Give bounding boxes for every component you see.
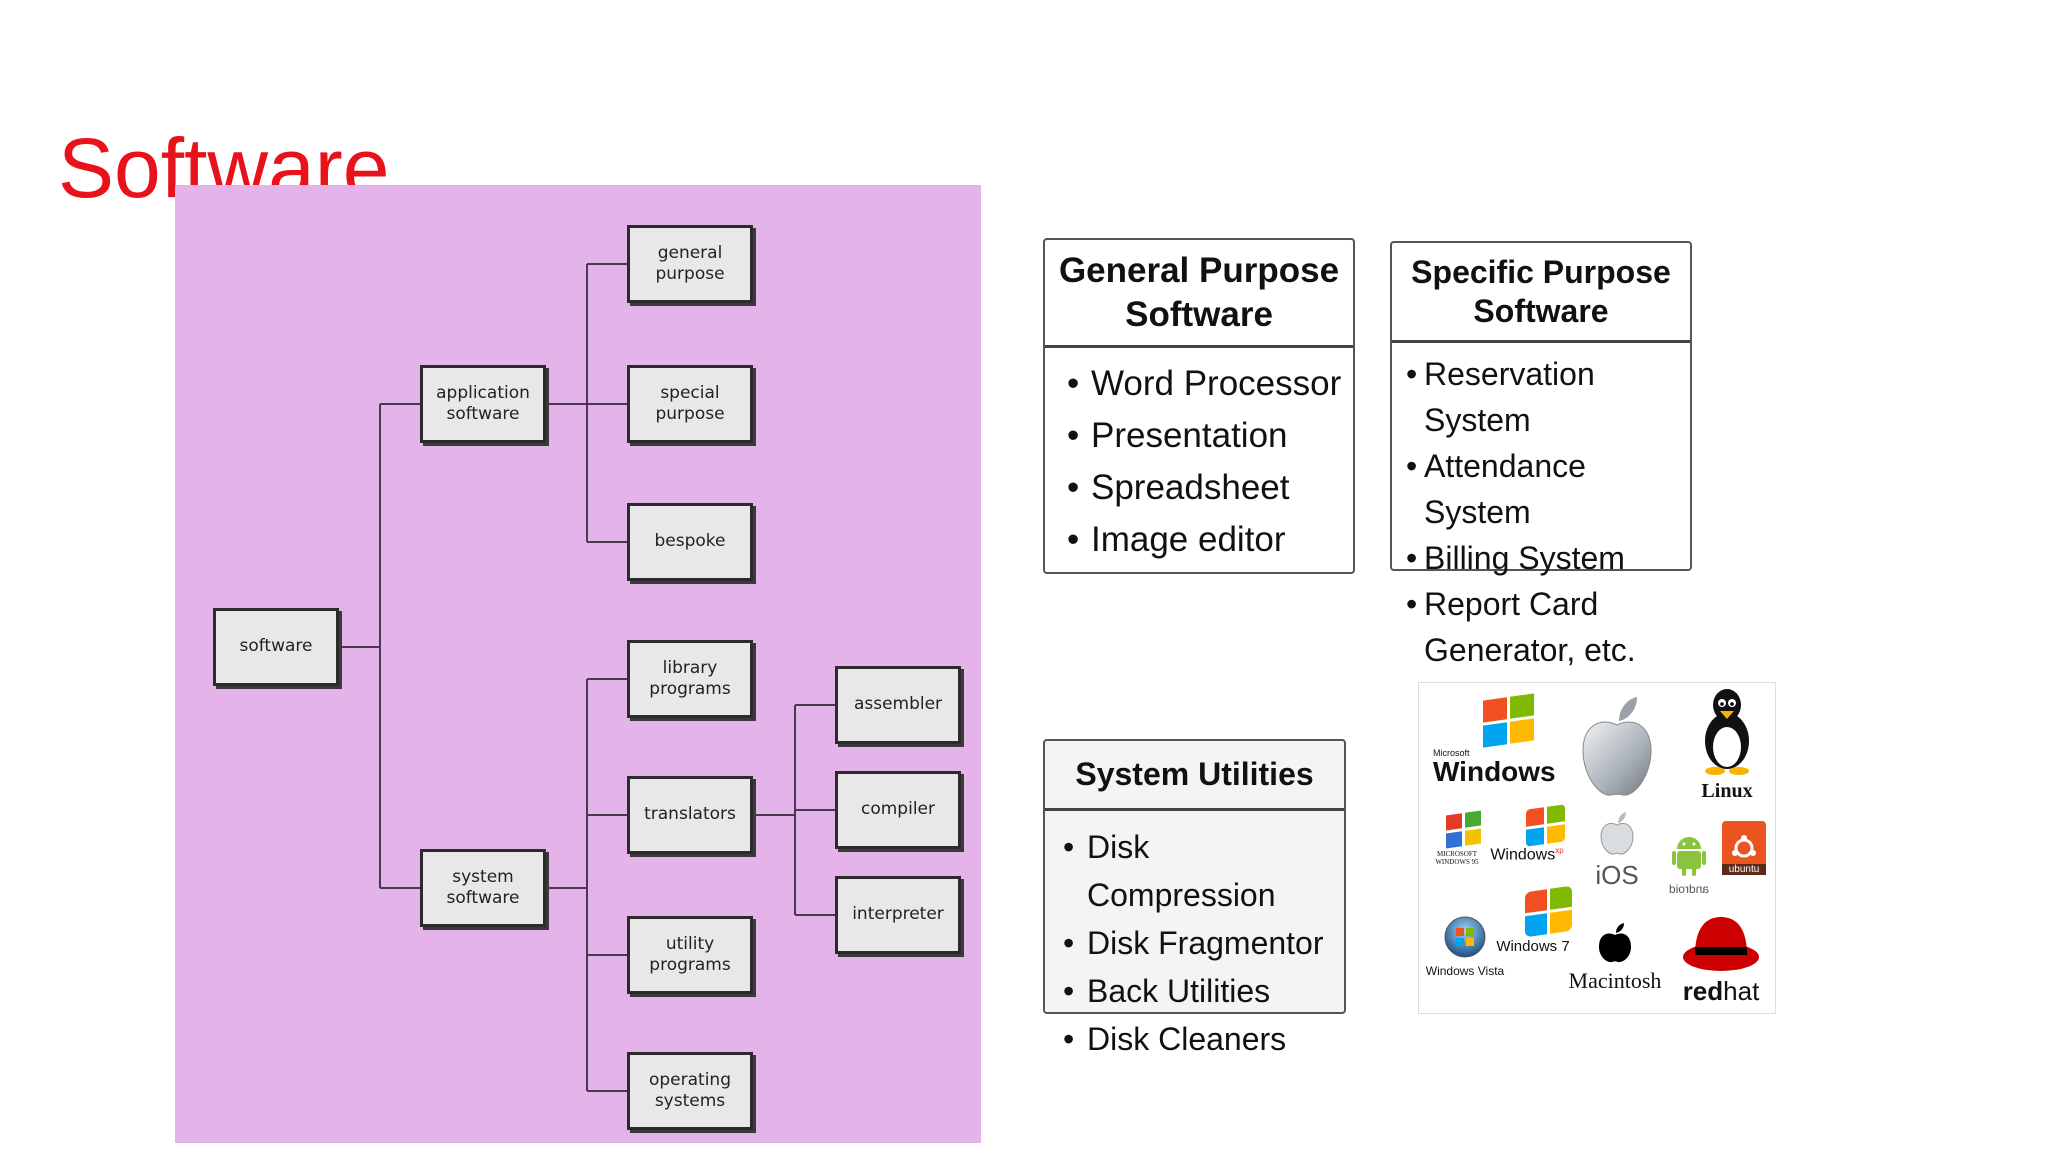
list-item: Back Utilities xyxy=(1063,967,1344,1015)
tux-penguin-icon xyxy=(1705,689,1749,775)
ios-apple-icon xyxy=(1600,812,1634,855)
list-item: Disk Cleaners xyxy=(1063,1015,1344,1063)
macintosh-label: Macintosh xyxy=(1568,968,1662,993)
windows-vista-logo: Windows Vista xyxy=(1421,915,1509,978)
apple-black-icon xyxy=(1599,923,1631,963)
software-tree-diagram: software application software system sof… xyxy=(175,185,981,1143)
list-item: Report Card Generator, etc. xyxy=(1406,581,1690,673)
windows95-flag-icon xyxy=(1445,810,1481,849)
ios-logo: iOS xyxy=(1589,811,1645,891)
node-general-purpose: general purpose xyxy=(627,225,753,303)
macintosh-logo: Macintosh xyxy=(1559,923,1671,994)
node-interpreter: interpreter xyxy=(835,876,961,954)
node-utility-programs: utility programs xyxy=(627,916,753,994)
list-item: Billing System xyxy=(1406,535,1690,581)
node-compiler: compiler xyxy=(835,771,961,849)
system-utilities-card: System Utilities Disk Compression Disk F… xyxy=(1043,739,1346,1063)
general-purpose-title: General Purpose Software xyxy=(1045,240,1353,348)
general-purpose-card: General Purpose Software Word Processor … xyxy=(1043,238,1355,574)
linux-label: Linux xyxy=(1701,780,1753,802)
android-robot-icon xyxy=(1672,837,1706,876)
windows-xp-flag-icon xyxy=(1525,804,1565,847)
windows-vista-label: Windows Vista xyxy=(1425,964,1505,978)
windows-logo: Microsoft Windows xyxy=(1433,693,1556,788)
windows7-label: Windows 7 xyxy=(1496,938,1570,955)
node-application-software: application software xyxy=(420,365,546,443)
specific-purpose-card: Specific Purpose Software Reservation Sy… xyxy=(1390,241,1692,668)
node-software: software xyxy=(213,608,339,686)
node-special-purpose: special purpose xyxy=(627,365,753,443)
windows95-label: MICROSOFT WINDOWS 95 xyxy=(1435,850,1479,866)
tree-connectors xyxy=(340,263,835,1092)
list-item: Word Processor xyxy=(1067,358,1353,410)
list-item: Disk Compression xyxy=(1063,823,1344,919)
system-utilities-list: Disk Compression Disk Fragmentor Back Ut… xyxy=(1045,811,1344,1063)
windows-xp-logo: Windowsxp xyxy=(1485,804,1569,864)
node-library-programs: library programs xyxy=(627,640,753,718)
windows-xp-label: Windowsxp xyxy=(1490,846,1564,864)
node-bespoke: bespoke xyxy=(627,503,753,581)
list-item: Attendance System xyxy=(1406,443,1690,535)
redhat-label: redhat xyxy=(1682,976,1760,1006)
linux-logo: Linux xyxy=(1687,685,1767,803)
ubuntu-label: ubuntu xyxy=(1722,864,1766,875)
list-item: Reservation System xyxy=(1406,351,1690,443)
apple-logo xyxy=(1577,689,1657,801)
system-utilities-title: System Utilities xyxy=(1045,741,1344,811)
ubuntu-circle-icon xyxy=(1732,835,1756,858)
node-translators: translators xyxy=(627,776,753,854)
list-item: Disk Fragmentor xyxy=(1063,919,1344,967)
general-purpose-list: Word Processor Presentation Spreadsheet … xyxy=(1045,348,1353,566)
redhat-logo: redhat xyxy=(1671,913,1771,1007)
windows95-logo: MICROSOFT WINDOWS 95 xyxy=(1429,810,1485,866)
specific-purpose-title: Specific Purpose Software xyxy=(1392,243,1690,343)
specific-purpose-list: Reservation System Attendance System Bil… xyxy=(1392,343,1690,673)
list-item: Image editor xyxy=(1067,514,1353,566)
windows-label: Windows xyxy=(1433,756,1556,787)
android-label: android xyxy=(1668,882,1710,896)
os-logos-collage: Microsoft Windows xyxy=(1418,682,1776,1014)
list-item: Spreadsheet xyxy=(1067,462,1353,514)
windows7-logo: Windows 7 xyxy=(1485,885,1581,955)
ios-label: iOS xyxy=(1595,860,1639,890)
microsoft-label: Microsoft xyxy=(1433,748,1470,758)
ubuntu-logo: ubuntu xyxy=(1719,821,1769,875)
node-system-software: system software xyxy=(420,849,546,927)
android-logo: android xyxy=(1659,833,1719,896)
windows-flag-icon xyxy=(1482,693,1534,748)
node-operating-systems: operating systems xyxy=(627,1052,753,1130)
list-item: Presentation xyxy=(1067,410,1353,462)
ubuntu-badge: ubuntu xyxy=(1722,821,1766,875)
redhat-shadowman-icon xyxy=(1683,917,1759,971)
windows-vista-orb-icon xyxy=(1444,916,1486,958)
node-assembler: assembler xyxy=(835,666,961,744)
apple-icon xyxy=(1582,697,1652,796)
